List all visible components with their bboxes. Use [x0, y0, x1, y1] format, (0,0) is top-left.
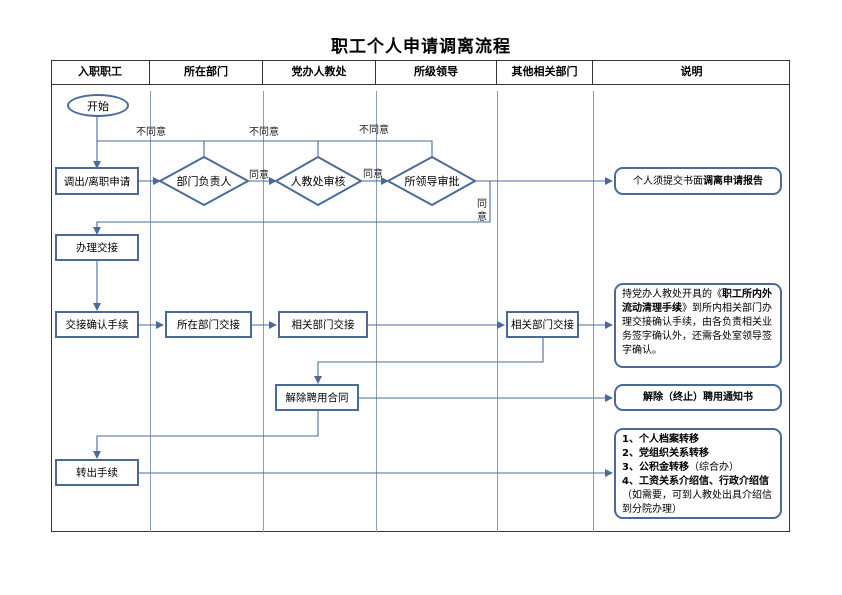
- decision-leader-approve: [385, 155, 478, 207]
- lane-divider: [150, 91, 151, 532]
- note-text: 持党办人教处开具的《: [622, 289, 722, 300]
- arrow-terminate-to-transfer: [93, 411, 319, 459]
- arrow-hr-reject: [204, 140, 319, 157]
- note-item: 4、工资关系介绍信、行政介绍信 （如需要，可到人教处出具介绍信到分院办理）: [622, 475, 774, 517]
- note-application-report: 个人须提交书面调离申请报告: [614, 167, 782, 195]
- note-item-text: （如需要，可到人教处出具介绍信到分院办理）: [622, 490, 772, 515]
- header-divider: [51, 84, 790, 85]
- note-item-text: （综合办）: [688, 462, 739, 473]
- header-hr-office: 党办人教处: [263, 60, 376, 84]
- note-text-bold: 调离申请报告: [703, 176, 763, 187]
- decision-dept-head: [157, 155, 251, 207]
- apply-box: 调出/离职申请: [55, 167, 139, 195]
- lane-divider: [593, 91, 594, 532]
- note-text: 》到所内相关部门办理交接确认手续，由各负责相关业务签字确认外，还需各处室领导签字…: [622, 303, 772, 356]
- note-item-bold: 4、工资关系介绍信、行政介绍信: [622, 476, 769, 487]
- agree-label: 同意: [249, 170, 269, 181]
- agree-label: 同意: [363, 169, 383, 180]
- note-item: 2、党组织关系转移: [622, 448, 709, 459]
- note-text: 个人须提交书面: [633, 176, 703, 187]
- header-notes: 说明: [680, 65, 703, 78]
- dept-handover-box: 所在部门交接: [165, 311, 252, 338]
- hr-review-label: 人教处审核: [290, 175, 346, 188]
- decision-hr-review: [273, 155, 364, 207]
- related-handover-box: 相关部门交接: [278, 311, 368, 338]
- transfer-box: 转出手续: [55, 459, 139, 486]
- arrow-dept-reject: [97, 140, 205, 157]
- confirm-box: 交接确认手续: [55, 311, 139, 338]
- page-title: 职工个人申请调离流程: [331, 37, 511, 57]
- header-leaders: 所级领导: [376, 60, 497, 84]
- note-item: 1、个人档案转移: [622, 434, 699, 445]
- note-termination-notice: 解除（终止）聘用通知书: [614, 384, 782, 411]
- chart-frame: [51, 60, 790, 532]
- header-new-employee: 入职职工: [51, 60, 150, 84]
- lane-divider: [263, 91, 264, 532]
- start-node: 开始: [67, 94, 129, 117]
- arrow-leader-reject: [318, 140, 433, 157]
- note-transfer-items: 1、个人档案转移 2、党组织关系转移 3、公积金转移（综合办） 4、工资关系介绍…: [614, 428, 782, 519]
- reject-label: 不同意: [136, 127, 166, 138]
- handover-box: 办理交接: [55, 234, 139, 261]
- agree-label: 意: [477, 212, 487, 223]
- header-department: 所在部门: [150, 60, 263, 84]
- reject-label: 不同意: [359, 125, 389, 136]
- dept-head-label: 部门负责人: [176, 175, 232, 188]
- note-item: 3、公积金转移（综合办）: [622, 461, 774, 475]
- arrow-other-to-terminate: [314, 338, 544, 384]
- other-handover-box: 相关部门交接: [506, 311, 579, 338]
- header-other-departments: 其他相关部门: [497, 60, 593, 84]
- note-text-bold: 职工所内外流动清理手续: [622, 289, 772, 314]
- note-clearance-procedure: 持党办人教处开具的《职工所内外流动清理手续》到所内相关部门办理交接确认手续，由各…: [614, 283, 782, 368]
- leader-approve-label: 所领导审批: [404, 175, 460, 188]
- terminate-box: 解除聘用合同: [275, 384, 359, 411]
- reject-label: 不同意: [249, 127, 279, 138]
- lane-divider: [497, 91, 498, 532]
- lane-divider: [376, 91, 377, 532]
- note-item-bold: 3、公积金转移: [622, 462, 689, 473]
- agree-label: 同: [477, 199, 487, 210]
